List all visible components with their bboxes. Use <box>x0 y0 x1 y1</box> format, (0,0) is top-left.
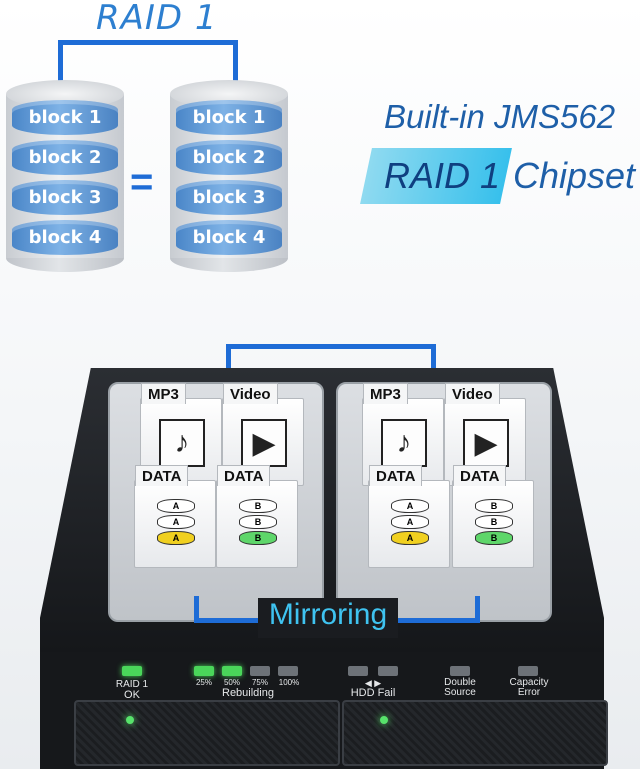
card-tab: Video <box>445 383 500 404</box>
pct-100: 100% <box>278 678 300 687</box>
hdd-arrows: ◀ ▶ <box>364 678 382 688</box>
raid-ok-led <box>122 666 142 676</box>
card-tab: MP3 <box>141 383 186 404</box>
pct-50: 50% <box>223 678 240 687</box>
database-icon: A A A <box>157 499 195 547</box>
card-tab: DATA <box>453 465 507 486</box>
video-play-icon: ▶ <box>463 419 509 467</box>
rebuild-led-75 <box>250 666 270 676</box>
music-note-icon: ♪ <box>381 419 427 467</box>
hdd-fail-led-left <box>348 666 368 676</box>
database-icon: B B B <box>475 499 513 547</box>
bay-activity-led <box>126 716 134 724</box>
double-source-led <box>450 666 470 676</box>
card-data-b-right: DATA B B B <box>452 465 534 568</box>
left-block-4: block 4 <box>12 220 118 255</box>
card-tab: DATA <box>369 465 423 486</box>
chipset-text: Chipset <box>513 155 636 196</box>
rebuild-led-25 <box>194 666 214 676</box>
right-block-4: block 4 <box>176 220 282 255</box>
card-data-b-left: DATA B B B <box>216 465 298 568</box>
database-icon: B B B <box>239 499 277 547</box>
rebuild-led-100 <box>278 666 298 676</box>
rebuild-led-50 <box>222 666 242 676</box>
pct-25: 25% <box>195 678 212 687</box>
right-block-3: block 3 <box>176 180 282 215</box>
drive-bay-right[interactable] <box>342 700 608 766</box>
raid-bracket <box>58 40 238 93</box>
card-tab: DATA <box>217 465 271 486</box>
mirroring-label: Mirroring <box>258 598 398 638</box>
hdd-fail-label: HDD Fail <box>350 687 396 699</box>
card-data-a-left: DATA A A A <box>134 465 216 568</box>
drive-bay-left[interactable] <box>74 700 340 766</box>
equals-sign: = <box>130 160 154 204</box>
headline-chip: Built-in JMS562 <box>384 98 616 135</box>
bay-activity-led <box>380 716 388 724</box>
rebuilding-label: Rebuilding <box>222 687 274 699</box>
raid-title: RAID 1 <box>96 0 218 38</box>
card-tab: MP3 <box>363 383 408 404</box>
capacity-error-led <box>518 666 538 676</box>
video-play-icon: ▶ <box>241 419 287 467</box>
left-disk-cylinder: block 1 block 2 block 3 block 4 <box>6 80 124 272</box>
hdd-fail-led-right <box>378 666 398 676</box>
left-block-2: block 2 <box>12 140 118 175</box>
raid-badge-text: RAID 1 <box>384 155 501 196</box>
card-tab: Video <box>223 383 278 404</box>
card-tab: DATA <box>135 465 189 486</box>
left-block-1: block 1 <box>12 100 118 135</box>
database-icon: A A A <box>391 499 429 547</box>
right-block-2: block 2 <box>176 140 282 175</box>
right-block-1: block 1 <box>176 100 282 135</box>
music-note-icon: ♪ <box>159 419 205 467</box>
card-data-a-right: DATA A A A <box>368 465 450 568</box>
right-disk-cylinder: block 1 block 2 block 3 block 4 <box>170 80 288 272</box>
pct-75: 75% <box>251 678 268 687</box>
left-block-3: block 3 <box>12 180 118 215</box>
